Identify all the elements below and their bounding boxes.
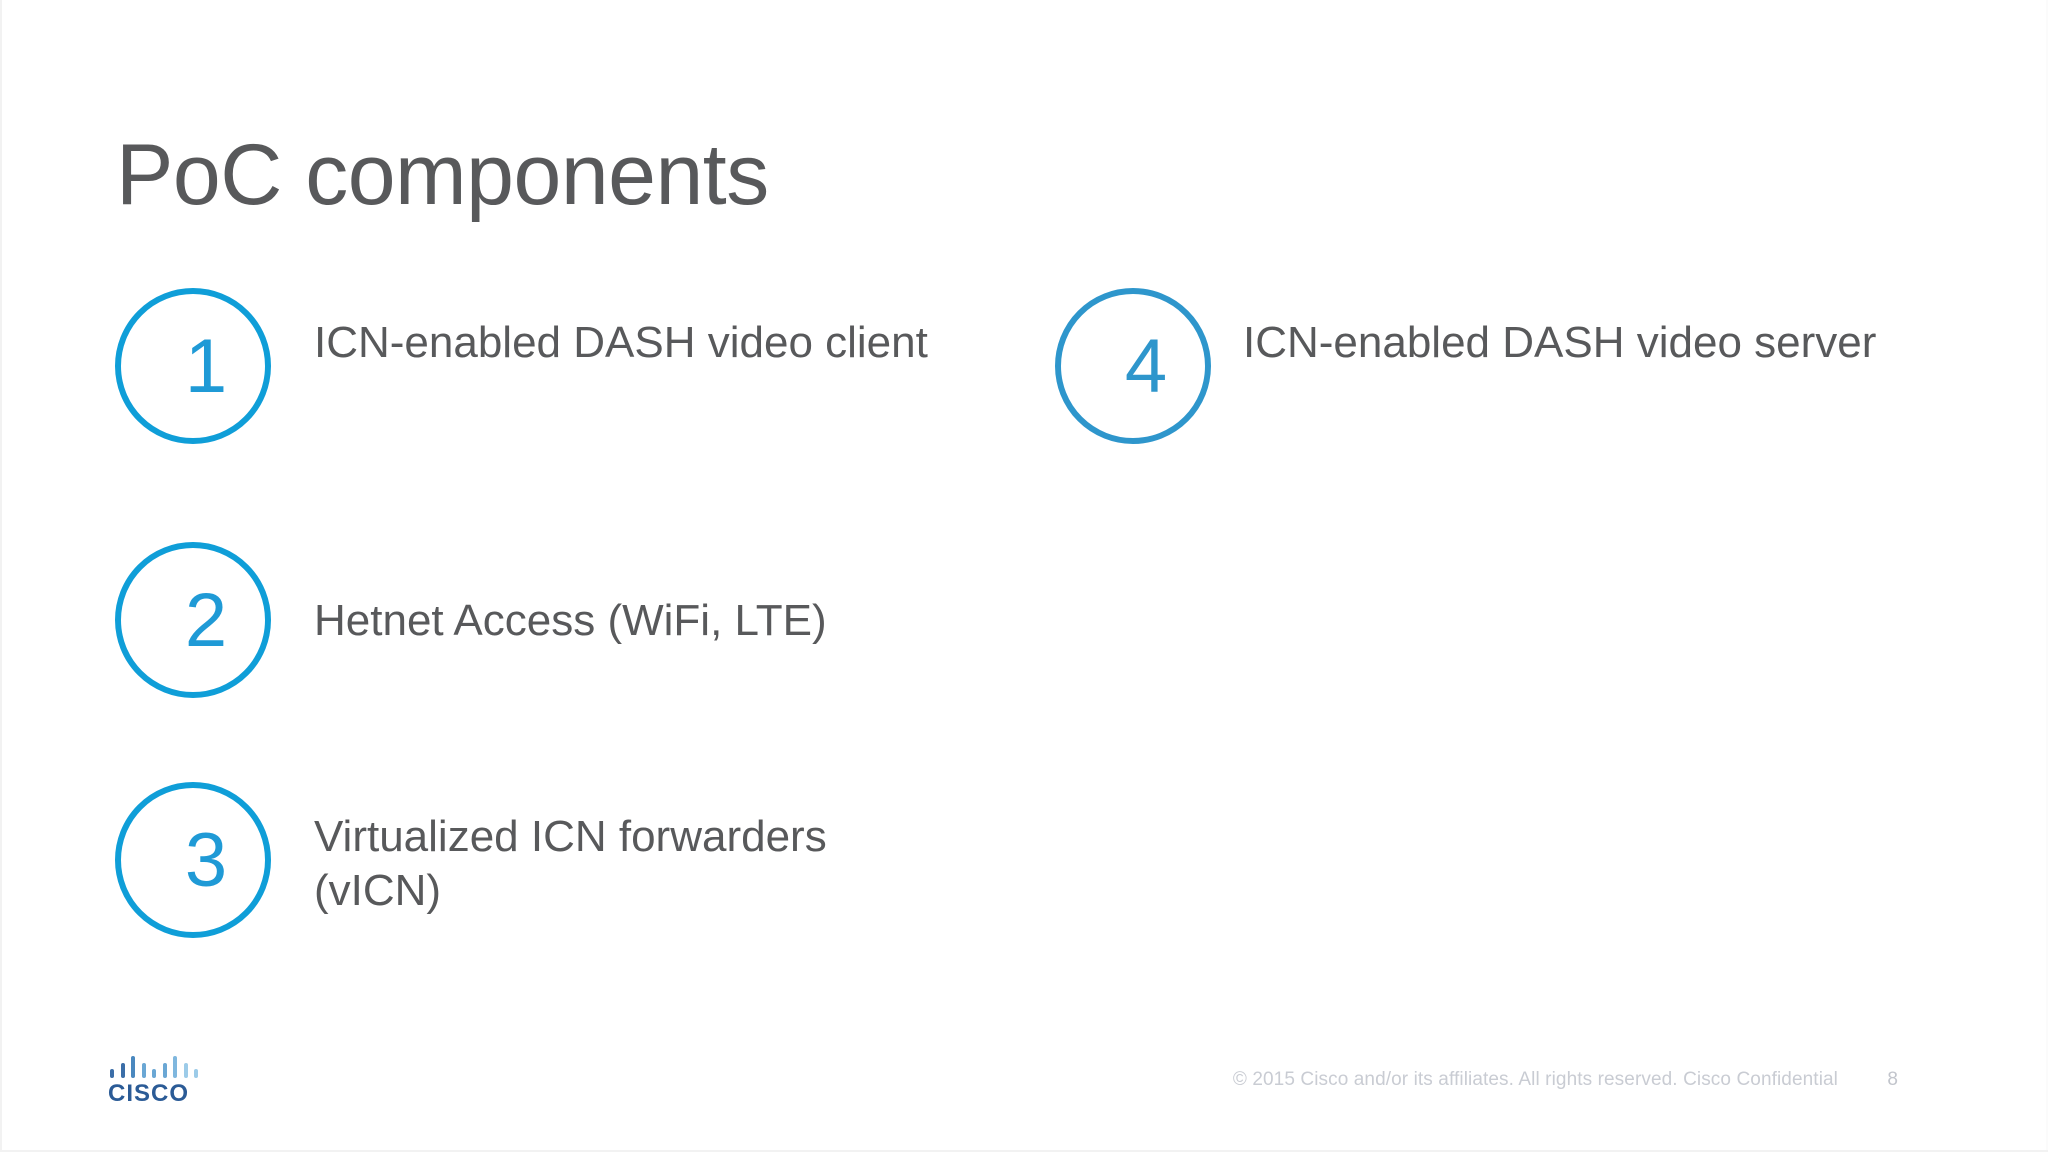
footer-copyright: © 2015 Cisco and/or its affiliates. All … <box>1232 1069 1838 1090</box>
badge-number-label: 1 <box>184 323 228 409</box>
cisco-bars-icon <box>110 1056 198 1078</box>
number-badge-circle-icon: 2 <box>115 542 271 698</box>
number-badge-circle-icon: 4 <box>1055 288 1211 444</box>
component-item-4: 4 ICN-enabled DASH video server <box>1055 288 1876 444</box>
component-label: ICN-enabled DASH video server <box>1243 318 1877 367</box>
badge-number-label: 3 <box>184 817 228 903</box>
badge-number-label: 4 <box>1124 323 1168 409</box>
cisco-logo: CISCO <box>108 1056 200 1106</box>
footer-page-number: 8 <box>1887 1069 1898 1090</box>
component-item-2: 2 Hetnet Access (WiFi, LTE) <box>115 542 827 698</box>
badge-number-label: 2 <box>184 577 228 663</box>
slide-bottom-edge <box>0 1150 2048 1152</box>
component-item-1: 1 ICN-enabled DASH video client <box>115 288 928 444</box>
page-title: PoC components <box>116 126 769 223</box>
component-label: Hetnet Access (WiFi, LTE) <box>314 596 827 645</box>
slide-right-edge <box>2046 0 2048 1152</box>
component-label: Virtualized ICN forwarders (vICN) <box>314 812 827 915</box>
number-badge-circle-icon: 3 <box>115 782 271 938</box>
cisco-wordmark: CISCO <box>108 1080 190 1107</box>
component-item-3: 3 Virtualized ICN forwarders (vICN) <box>115 782 954 938</box>
slide-left-edge <box>0 0 2 1152</box>
component-label: ICN-enabled DASH video client <box>314 318 928 367</box>
number-badge-circle-icon: 1 <box>115 288 271 444</box>
